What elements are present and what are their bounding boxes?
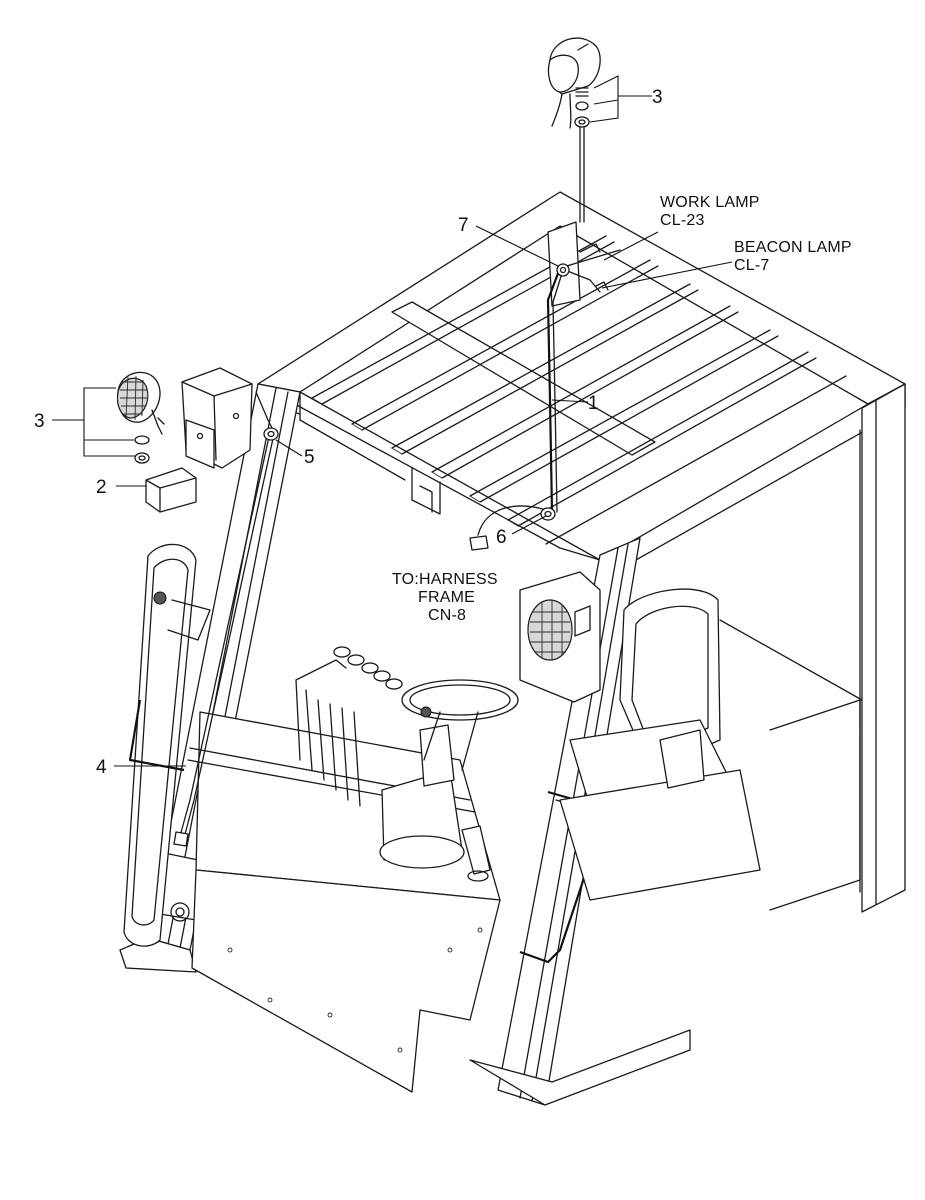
callout-2: 2 [96,477,107,498]
note-beacon-lamp-line1: BEACON LAMP [734,239,852,256]
lamp-bracket [145,367,253,513]
harness-clamp-6 [540,507,556,521]
note-work-lamp: WORK LAMP CL-23 [660,194,760,229]
callout-3-top: 3 [652,87,663,108]
note-harness: TO:HARNESS FRAME CN-8 [392,571,498,624]
note-beacon-lamp-line2: CL-7 [734,257,769,274]
callout-7: 7 [458,215,469,236]
control-levers [295,646,403,807]
callout-3-left: 3 [34,411,45,432]
callout-4: 4 [96,757,107,778]
note-work-lamp-line1: WORK LAMP [660,194,760,211]
callout-6: 6 [496,527,507,548]
leader-lines [52,75,733,767]
side-mirror [123,543,211,947]
harness-clamp-7 [556,263,570,277]
note-work-lamp-line2: CL-23 [660,212,705,229]
operator-seat [559,588,861,911]
note-beacon-lamp: BEACON LAMP CL-7 [734,239,852,274]
callout-5: 5 [304,447,315,468]
left-work-lamp [116,371,165,464]
note-harness-line2: FRAME [418,589,475,606]
callout-labels: 3 3 2 1 4 5 6 7 [34,87,663,778]
callout-1: 1 [588,393,599,414]
note-harness-line3: CN-8 [428,607,466,624]
pedals [461,825,491,882]
steering-wheel [379,679,519,869]
rear-work-lamp [519,571,601,703]
note-harness-line1: TO:HARNESS [392,571,498,588]
wire-harness [469,243,621,551]
top-lamp-assembly [547,37,601,223]
cable-grommet-5 [263,427,279,441]
